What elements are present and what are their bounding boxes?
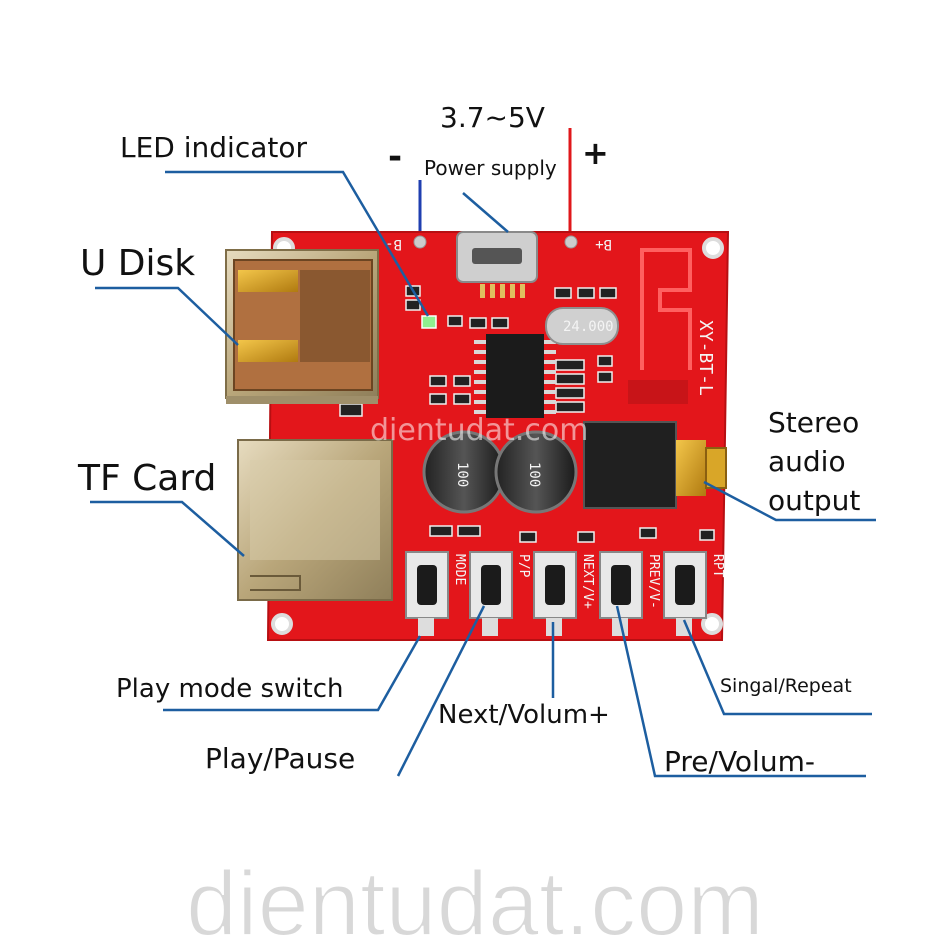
watermark-center: dientudat.com: [370, 413, 588, 448]
button-label-prev: PREV/V-: [646, 554, 661, 609]
watermark-bottom: dientudat.com: [186, 853, 764, 950]
button-label-mode: MODE: [452, 554, 467, 585]
stereo-label-1: Stereo: [768, 406, 859, 439]
cap-2-label: 100: [526, 462, 542, 487]
leader-stereo: [703, 480, 876, 522]
minus-sign: -: [388, 137, 402, 177]
button-label-pp: P/P: [516, 554, 531, 578]
button-play-pause[interactable]: [469, 551, 513, 636]
cap-1-label: 100: [454, 462, 470, 487]
led-indicator-label: LED indicator: [120, 131, 307, 164]
leader-repeat: [682, 619, 872, 716]
crystal-label: 24.000: [563, 319, 614, 335]
leader-tf: [90, 500, 245, 557]
tf-card-label: TF Card: [77, 458, 216, 499]
stereo-label-3: output: [768, 484, 860, 517]
tf-card-slot: [237, 439, 393, 601]
leader-power: [462, 192, 509, 233]
usb-a-port: [225, 249, 379, 404]
next-volum-label: Next/Volum+: [438, 700, 610, 730]
u-disk-label: U Disk: [80, 243, 195, 284]
button-next[interactable]: [533, 551, 577, 636]
audio-jack: [583, 421, 727, 509]
leader-prev: [615, 605, 866, 778]
button-label-rpt: RPT: [710, 554, 725, 578]
svg-text:100: 100: [454, 462, 470, 487]
leader-pp: [396, 605, 486, 777]
button-label-next: NEXT/V+: [580, 554, 595, 609]
play-pause-label: Play/Pause: [205, 742, 355, 775]
plus-sign: +: [582, 134, 609, 172]
singal-repeat-label: Singal/Repeat: [720, 675, 852, 697]
led: [421, 315, 437, 329]
button-mode[interactable]: [405, 551, 449, 636]
pre-volum-label: Pre/Volum-: [664, 745, 815, 778]
leader-udisk: [95, 286, 239, 346]
stereo-label-2: audio: [768, 445, 846, 478]
pad-b-plus: B+: [595, 236, 612, 252]
button-repeat[interactable]: [663, 551, 707, 636]
play-mode-switch-label: Play mode switch: [116, 674, 344, 704]
capacitors: [422, 430, 578, 514]
pad-b-minus: B-: [385, 236, 402, 252]
power-supply-label: Power supply: [424, 156, 557, 180]
voltage-label: 3.7~5V: [440, 101, 545, 134]
board-model: XY-BT-L: [695, 320, 716, 396]
leader-mode: [163, 635, 422, 712]
buttons-row: [405, 551, 707, 636]
svg-text:100: 100: [526, 462, 542, 487]
leader-led: [165, 170, 430, 317]
button-prev[interactable]: [599, 551, 643, 636]
